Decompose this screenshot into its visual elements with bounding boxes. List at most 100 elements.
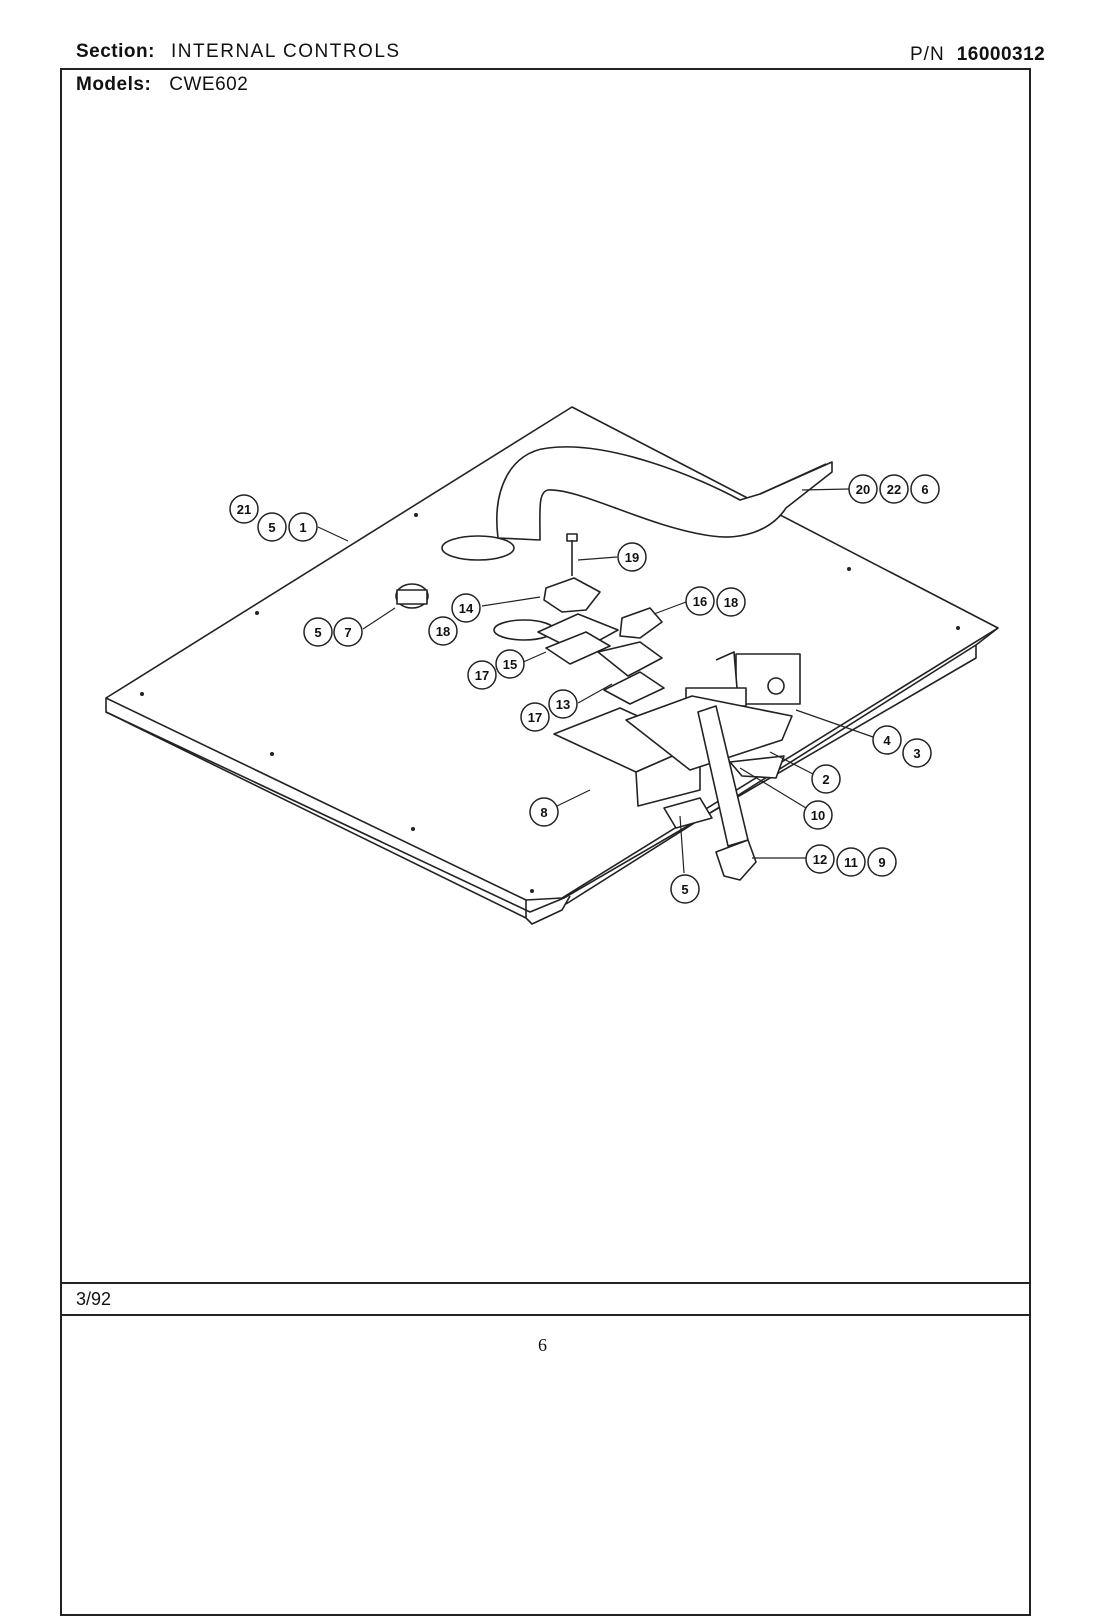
callout-circle (836, 847, 866, 877)
relay-assembly (537, 577, 665, 705)
callout-circle (872, 725, 902, 755)
callout-5: 5 (670, 874, 700, 904)
models-value: CWE602 (169, 74, 249, 95)
callout-9: 9 (867, 847, 897, 877)
callout-label: 17 (528, 710, 542, 725)
callout-8: 8 (529, 797, 559, 827)
callout-19: 19 (617, 542, 647, 572)
callout-13: 13 (548, 689, 578, 719)
callout-label: 10 (811, 808, 825, 823)
callout-14: 14 (451, 593, 481, 623)
callout-5: 5 (257, 512, 287, 542)
exploded-diagram: 21 5 1 20 22 6 19 5 7 14 18 16 18 17 15 17 13 4 3 2 10 8 12 11 9… (105, 406, 999, 925)
callout-6: 6 (910, 474, 940, 504)
section-value: INTERNAL CONTROLS (170, 41, 401, 62)
callout-label: 18 (436, 624, 450, 639)
callout-12: 12 (805, 844, 835, 874)
callout-label: 16 (693, 594, 707, 609)
callout-group: 21 5 1 20 22 6 19 5 7 14 18 16 18 17 15 17 13 4 3 2 10 8 12 11 9… (229, 474, 940, 904)
models-header: Models: CWE602 (76, 74, 248, 96)
callout-22: 22 (879, 474, 909, 504)
callout-label: 19 (625, 550, 639, 565)
callout-circle (617, 542, 647, 572)
callout-label: 2 (822, 772, 829, 787)
callout-label: 18 (724, 595, 738, 610)
models-label: Models: (76, 74, 152, 95)
callout-18: 18 (716, 587, 746, 617)
callout-circle (257, 512, 287, 542)
callout-label: 7 (344, 625, 351, 640)
callout-label: 15 (503, 657, 517, 672)
callout-circle (848, 474, 878, 504)
frame-bottom (60, 1314, 1031, 1316)
callout-circle (428, 616, 458, 646)
callout-circle (716, 587, 746, 617)
callout-17: 17 (467, 660, 497, 690)
callout-1: 1 (288, 512, 318, 542)
callout-circle (805, 844, 835, 874)
callout-17: 17 (520, 702, 550, 732)
timer-motor (685, 651, 801, 707)
callout-3: 3 (902, 738, 932, 768)
callout-4: 4 (872, 725, 902, 755)
callout-21: 21 (229, 494, 259, 524)
base-panel (105, 406, 999, 925)
callout-20: 20 (848, 474, 878, 504)
callout-circle (548, 689, 578, 719)
callout-label: 5 (314, 625, 321, 640)
callout-label: 17 (475, 668, 489, 683)
callout-label: 3 (913, 746, 920, 761)
callout-circle (670, 874, 700, 904)
callout-circle (451, 593, 481, 623)
callout-circle (303, 617, 333, 647)
control-lever (663, 705, 785, 881)
callout-5: 5 (303, 617, 333, 647)
callout-circle (902, 738, 932, 768)
callout-2: 2 (811, 764, 841, 794)
fill-hose (496, 446, 833, 541)
callout-circle (495, 649, 525, 679)
callout-11: 11 (836, 847, 866, 877)
callout-label: 20 (856, 482, 870, 497)
switch-part (395, 583, 429, 609)
callout-circle (910, 474, 940, 504)
callout-7: 7 (333, 617, 363, 647)
pn-label: P/N (910, 44, 945, 65)
callout-circle (288, 512, 318, 542)
callout-label: 14 (459, 601, 474, 616)
callout-circle (229, 494, 259, 524)
callout-label: 1 (299, 520, 306, 535)
callout-label: 21 (237, 502, 251, 517)
callout-label: 13 (556, 697, 570, 712)
part-number: P/N 16000312 (910, 44, 1045, 66)
callout-circle (811, 764, 841, 794)
callout-label: 11 (844, 855, 858, 870)
revision-date: 3/92 (76, 1289, 112, 1309)
section-header: Section: INTERNAL CONTROLS (76, 41, 401, 63)
callout-circle (879, 474, 909, 504)
callout-label: 9 (878, 855, 885, 870)
page-number: 6 (538, 1335, 547, 1355)
callout-label: 5 (681, 882, 688, 897)
section-label: Section: (76, 41, 155, 62)
callout-16: 16 (685, 586, 715, 616)
callout-circle (803, 800, 833, 830)
callout-circle (529, 797, 559, 827)
callout-15: 15 (495, 649, 525, 679)
callout-label: 4 (883, 733, 891, 748)
pn-value: 16000312 (956, 44, 1046, 65)
callout-circle (867, 847, 897, 877)
callout-label: 8 (540, 805, 547, 820)
callout-label: 12 (813, 852, 827, 867)
footer-divider (60, 1282, 1031, 1284)
callout-label: 5 (268, 520, 275, 535)
callout-circle (467, 660, 497, 690)
screw (566, 533, 578, 576)
callout-circle (685, 586, 715, 616)
callout-10: 10 (803, 800, 833, 830)
callout-circle (520, 702, 550, 732)
callout-label: 22 (887, 482, 901, 497)
callout-18: 18 (428, 616, 458, 646)
callout-label: 6 (921, 482, 928, 497)
leader-lines (317, 488, 874, 874)
